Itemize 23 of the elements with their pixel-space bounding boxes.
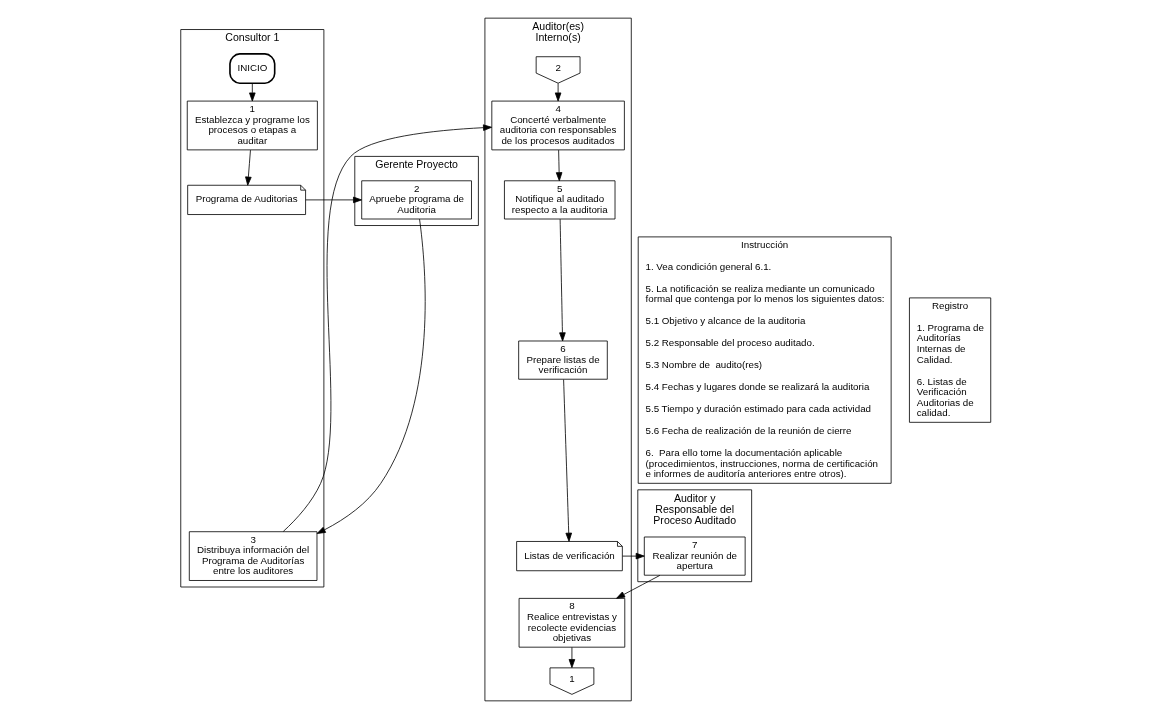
node-box: INICIO bbox=[229, 53, 276, 84]
node-box: Registro 1. Programa de Auditorías Internas de Calidad. 6. Listas de Verificación Auditorias de calidad. bbox=[909, 297, 992, 423]
arrow bbox=[316, 218, 426, 534]
node-box: 3 Distribuya información del Programa de Auditorías entre los auditores bbox=[188, 531, 318, 581]
arrow bbox=[563, 379, 572, 542]
node-box: 7 Realizar reunión de apertura bbox=[643, 536, 746, 576]
arrow bbox=[249, 82, 256, 102]
node-box: 8 Realice entrevistas y recolecte evidencias objetivas bbox=[518, 598, 626, 648]
node-box: Instrucción 1. Vea condición general 6.1. 5. La notificación se realiza mediante un comunicado formal que contenga por lo menos los siguientes datos: 5.1 Objetivo y alcance de la auditoria 5.2 Responsable del proceso auditado. 5.3 Nombre de audito(res) 5.4 Fechas y lugares donde se realizará la auditoria 5.5 Tiempo y duración estimado para cada actividad 5.6 Fecha de realización de la reunión de cierre 6. Para ello tome la documentación aplicable (procedimientos, instrucciones, norma de certificación e informes de auditoría anteriores entre otros). bbox=[637, 236, 892, 484]
arrow bbox=[305, 196, 362, 204]
arrow bbox=[555, 149, 563, 182]
arrow bbox=[559, 218, 566, 342]
node-box: 6 Prepare listas de verificación bbox=[518, 340, 608, 380]
arrow bbox=[282, 124, 492, 532]
node-box: 4 Concerté verbalmente auditoria con responsables de los procesos auditados bbox=[491, 100, 625, 151]
arrow bbox=[568, 646, 576, 668]
arrow bbox=[622, 552, 645, 560]
node-box: 5 Notifique al auditado respecto a la auditoria bbox=[504, 180, 616, 220]
arrow bbox=[616, 574, 661, 599]
arrow bbox=[554, 82, 562, 102]
arrow bbox=[245, 149, 252, 186]
node-box: 1 Establezca y programe los procesos o etapas a auditar bbox=[186, 100, 318, 151]
node-box: 2 Apruebe programa de Auditoria bbox=[361, 180, 472, 220]
